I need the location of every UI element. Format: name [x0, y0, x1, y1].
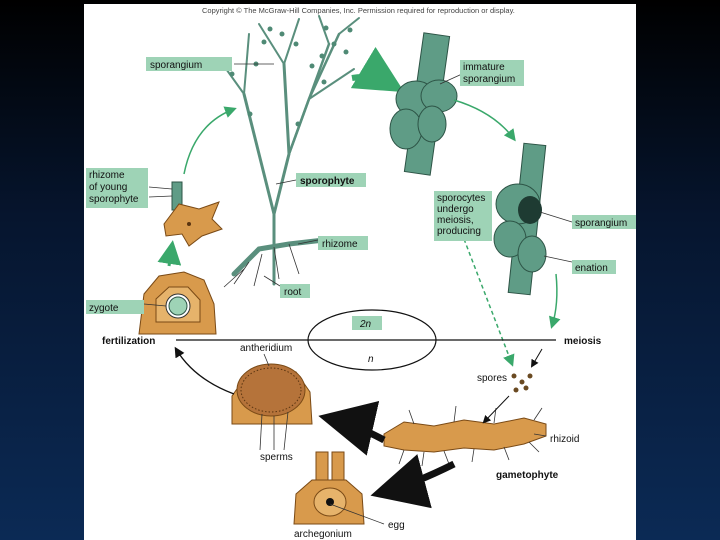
label-rhizoid: rhizoid [550, 434, 579, 445]
box-sporophyte [296, 173, 366, 187]
label-spores: spores [477, 373, 507, 384]
copyright-text: Copyright © The McGraw-Hill Companies, I… [202, 6, 515, 15]
box-rhizome [318, 236, 368, 250]
label-fertilization: fertilization [102, 336, 155, 347]
label-immature-1: immature [463, 62, 505, 73]
leader-root [263, 275, 281, 287]
leader-zygote [143, 303, 167, 307]
label-sporangium-top: sporangium [150, 60, 202, 71]
arrow-spores-to-gametophyte [482, 395, 510, 424]
box-sporangium-right [572, 215, 636, 229]
leader-sporangium-right [539, 211, 573, 223]
arrow-immature-to-mature [453, 99, 516, 142]
leader-sperms [259, 411, 289, 451]
label-sporocytes-3: meiosis, [437, 215, 474, 226]
box-zygote [86, 300, 144, 314]
arrow-gametophyte-to-archegonium [370, 454, 456, 509]
label-sporocytes-2: undergo [437, 204, 474, 215]
arrow-gametophyte-to-antheridium [318, 401, 386, 456]
leader-rhizome-young [148, 186, 173, 198]
spores-dots [511, 373, 533, 393]
label-sporangium-right: sporangium [575, 218, 627, 229]
arrow-sporocytes-to-spores [463, 238, 515, 367]
leader-rhizoid [533, 433, 547, 437]
label-zygote: zygote [89, 303, 119, 314]
archegonium-drawing [293, 451, 365, 525]
label-n: n [368, 354, 374, 365]
leader-egg [329, 503, 385, 525]
green-arrow-to-sporangium [350, 46, 405, 93]
box-sporangium-top [146, 57, 232, 71]
label-enation: enation [575, 263, 608, 274]
young-sporophyte-drawing [163, 181, 223, 247]
box-root [280, 284, 310, 298]
arrow-meiosis-to-spores [530, 348, 543, 368]
label-meiosis: meiosis [564, 336, 602, 347]
label-rhizome-young-2: of young [89, 182, 127, 193]
immature-sporangium-drawing [389, 32, 458, 176]
arrow-young-to-adult [183, 106, 237, 175]
diagram-slide: Copyright © The McGraw-Hill Companies, I… [84, 4, 636, 540]
label-rhizome-young-1: rhizome [89, 170, 125, 181]
box-sporocytes [434, 191, 492, 241]
leader-antheridium [263, 353, 270, 367]
antheridium-drawing [231, 363, 313, 425]
label-egg: egg [388, 520, 405, 531]
label-archegonium: archegonium [294, 529, 352, 540]
box-enation [572, 260, 616, 274]
leader-immature [439, 73, 463, 85]
leader-rhizome [297, 239, 319, 245]
label-two-n: 2n [359, 319, 372, 330]
two-n-box [352, 316, 382, 330]
arrow-to-meiosis [549, 273, 561, 329]
label-sperms: sperms [260, 452, 293, 463]
label-sporocytes-1: sporocytes [437, 193, 485, 204]
mature-sporangium-drawing [493, 142, 547, 296]
gametophyte-drawing [383, 405, 547, 467]
label-antheridium: antheridium [240, 343, 292, 354]
label-root: root [284, 287, 301, 298]
label-rhizome-young-3: sporophyte [89, 194, 139, 205]
arrow-zygote-to-young [157, 240, 182, 267]
zygote-drawing [138, 271, 217, 335]
label-rhizome: rhizome [322, 239, 358, 250]
arrow-antheridium-to-fertilization [174, 346, 235, 395]
sporophyte-plant [218, 15, 360, 288]
label-sporophyte: sporophyte [300, 176, 355, 187]
box-rhizome-young [86, 168, 148, 208]
label-gametophyte: gametophyte [496, 470, 559, 481]
leader-enation [543, 255, 573, 263]
lycophyte-life-cycle-diagram: Copyright © The McGraw-Hill Companies, I… [86, 6, 636, 540]
label-sporocytes-4: producing [437, 226, 481, 237]
box-immature-sporangium [460, 60, 524, 86]
label-immature-2: sporangium [463, 74, 515, 85]
leader-sporophyte [275, 179, 297, 185]
